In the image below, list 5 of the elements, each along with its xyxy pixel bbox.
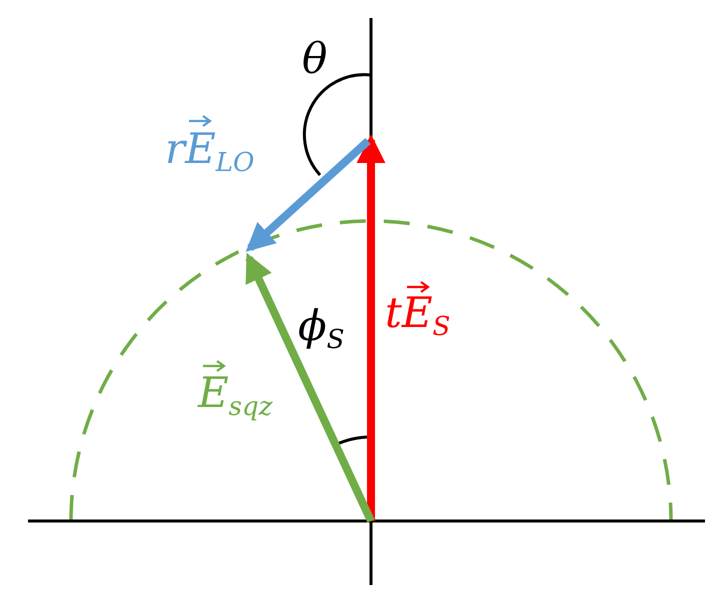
vector-label: ϕ$_{S}$	[298, 305, 344, 353]
vector-label: E$_{sqz}$	[198, 372, 272, 420]
vector-label: θ	[302, 38, 328, 80]
vector-label: tE$_{S}$	[385, 292, 450, 340]
vector-label: rE$_{LO}$	[165, 128, 254, 176]
